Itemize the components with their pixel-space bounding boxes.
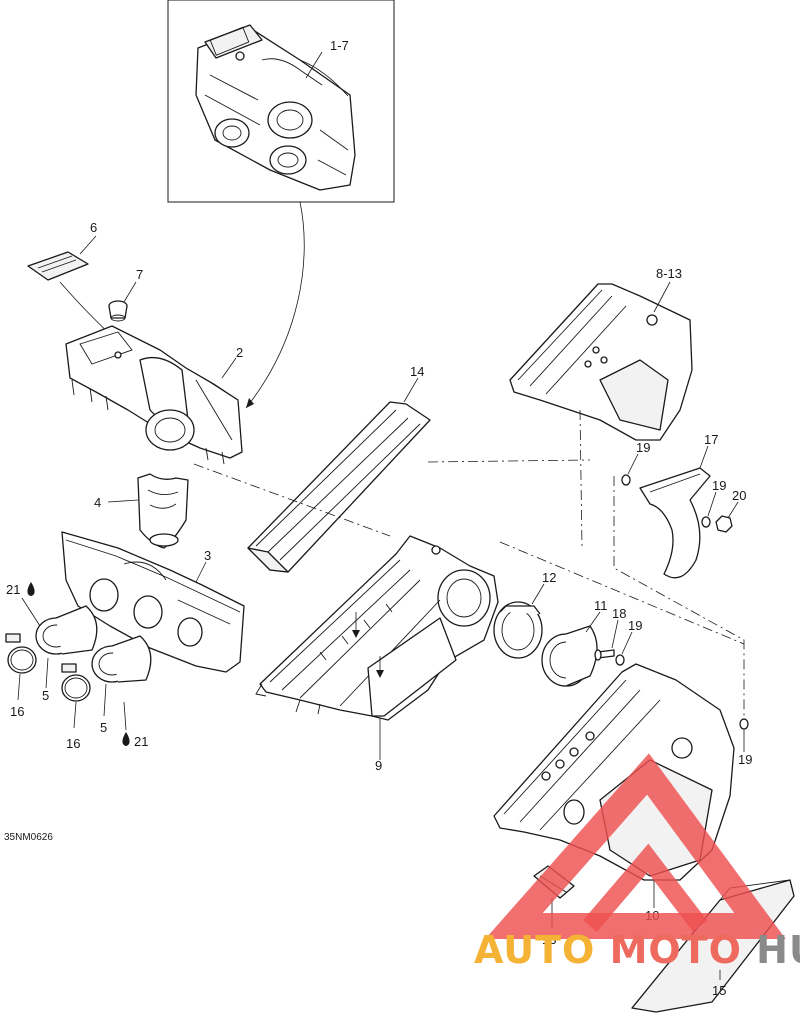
part-8-13-silencer-assembly: 8-13 [509,266,693,441]
callout-19-c: 19 [712,478,726,493]
part-19-washer-b: 19 [621,440,650,486]
part-9-main-body: 9 [255,535,499,773]
part-3-lower-base: 3 [61,531,245,673]
warning-triangle-icon [485,753,786,939]
part-5-coupler-a: 5 [35,605,98,703]
watermark-text-auto: AUTO [474,928,595,972]
part-19-washer-a: 19 [615,618,642,666]
watermark-logo: AUTO MOTO HUB [474,753,800,972]
callout-17: 17 [704,432,718,447]
callout-16-a: 16 [10,704,24,719]
callout-3: 3 [204,548,211,563]
callout-21-a: 21 [6,582,20,597]
assembly-arrow [245,201,305,409]
callout-16-b: 16 [66,736,80,751]
part-4-filter-support: 4 [94,473,189,549]
part-12-seal-ring: 12 [493,570,556,659]
part-5-coupler-b: 5 [91,635,152,735]
watermark-text-hub: HUB [756,928,800,972]
callout-15: 15 [712,983,726,998]
callout-21-a-group: 21 [6,582,41,627]
callout-5-a: 5 [42,688,49,703]
callout-9: 9 [375,758,382,773]
callout-7: 7 [136,267,143,282]
watermark-text-moto: MOTO [610,928,742,972]
callout-2: 2 [236,345,243,360]
callout-21-b-group: 21 [122,701,148,749]
part-11-adaptor: 11 [541,598,608,687]
callout-8-13: 8-13 [656,266,682,281]
callout-19-a: 19 [628,618,642,633]
callout-1-7: 1-7 [330,38,349,53]
callout-4: 4 [94,495,101,510]
svg-text:AUTO MOTO HUB: AUTO MOTO HUB [474,928,800,972]
part-20-nut: 20 [715,488,746,533]
callout-6: 6 [90,220,97,235]
diagram-reference-code: 35NM0626 [4,832,53,843]
alignment-lines [193,409,745,720]
callout-11: 11 [594,598,608,613]
part-2-upper-cover: 2 [65,325,243,465]
callout-19-b: 19 [636,440,650,455]
part-14-filter-element: 14 [247,364,431,573]
callout-18: 18 [612,606,626,621]
callout-5-b: 5 [100,720,107,735]
callout-12: 12 [542,570,556,585]
callout-21-b: 21 [134,734,148,749]
part-16-clamp-a: 16 [5,633,37,719]
part-18-screw: 18 [594,606,626,661]
oil-drop-icon [122,732,130,746]
part-16-clamp-b: 16 [61,663,91,751]
part-7-plug: 7 [108,267,143,322]
callout-20: 20 [732,488,746,503]
oil-drop-icon [27,582,35,596]
part-19-washer-c: 19 [701,478,726,528]
assembly-inset: 1-7 [167,0,395,203]
part-19-washer-d: 19 [738,718,752,767]
callout-14: 14 [410,364,424,379]
part-6-label: 6 [27,220,117,341]
part-17-bracket: 17 [639,432,718,579]
airbox-assembly-drawing [195,24,356,191]
callout-19-d: 19 [738,752,752,767]
